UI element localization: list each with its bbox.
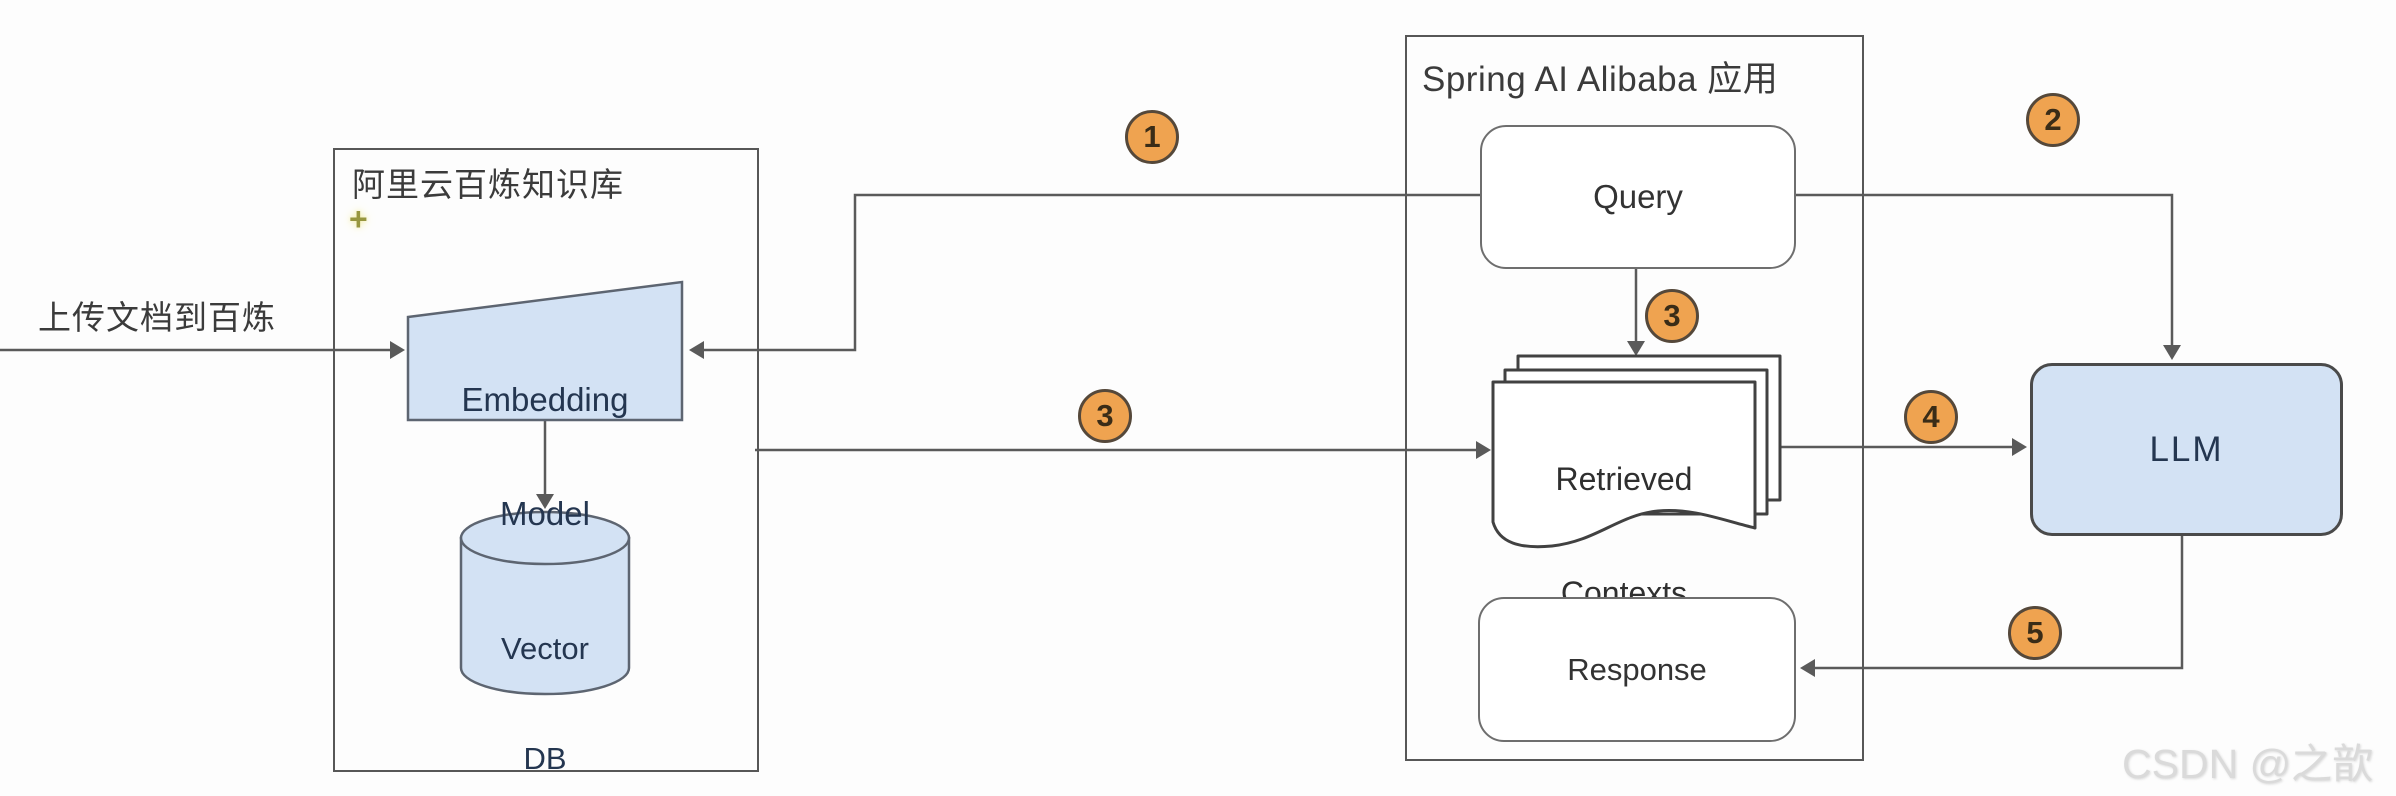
knowledge-base-title: 阿里云百炼知识库 <box>352 166 624 203</box>
connector-contexts-to-llm <box>1781 438 2027 456</box>
embedding-model-label: Embedding Model <box>408 314 682 599</box>
spring-app-title: Spring AI Alibaba 应用 <box>1422 60 1779 99</box>
spring-app-container <box>1405 35 1864 761</box>
embedding-model-label-line1: Embedding <box>461 381 629 418</box>
retrieved-contexts-label-line1: Retrieved <box>1555 461 1693 497</box>
step-badge-4: 4 <box>1904 390 1958 444</box>
connector-kb-to-contexts <box>755 441 1491 459</box>
connector-llm-to-response <box>1800 530 2184 677</box>
vector-db-label-line2: DB <box>523 741 567 776</box>
step-badge-3-query: 3 <box>1645 289 1699 343</box>
connector-query-to-embedding <box>689 193 1480 359</box>
step-badge-2: 2 <box>2026 93 2080 147</box>
plus-icon: + <box>349 201 368 237</box>
embedding-model-label-line2: Model <box>500 495 590 532</box>
vector-db-shape <box>459 510 631 696</box>
connector-query-to-llm <box>1792 193 2181 360</box>
step-badge-5: 5 <box>2008 606 2062 660</box>
connector-embedding-to-vectordb <box>536 420 554 509</box>
llm-node: LLM <box>2030 363 2343 536</box>
connector-query-to-contexts <box>1627 265 1645 356</box>
vector-db-label: Vector DB <box>461 566 629 796</box>
upload-document-label: 上传文档到百炼 <box>38 299 276 336</box>
response-node: Response <box>1478 597 1796 742</box>
retrieved-contexts-shape <box>1491 354 1782 549</box>
vector-db-label-line1: Vector <box>501 631 589 666</box>
knowledge-base-container <box>333 148 759 772</box>
upload-arrow <box>0 341 405 359</box>
query-node: Query <box>1480 125 1796 269</box>
csdn-watermark: CSDN @之歆 <box>2122 741 2374 787</box>
step-badge-1: 1 <box>1125 110 1179 164</box>
step-badge-3-kb: 3 <box>1078 389 1132 443</box>
embedding-model-shape <box>406 280 684 422</box>
